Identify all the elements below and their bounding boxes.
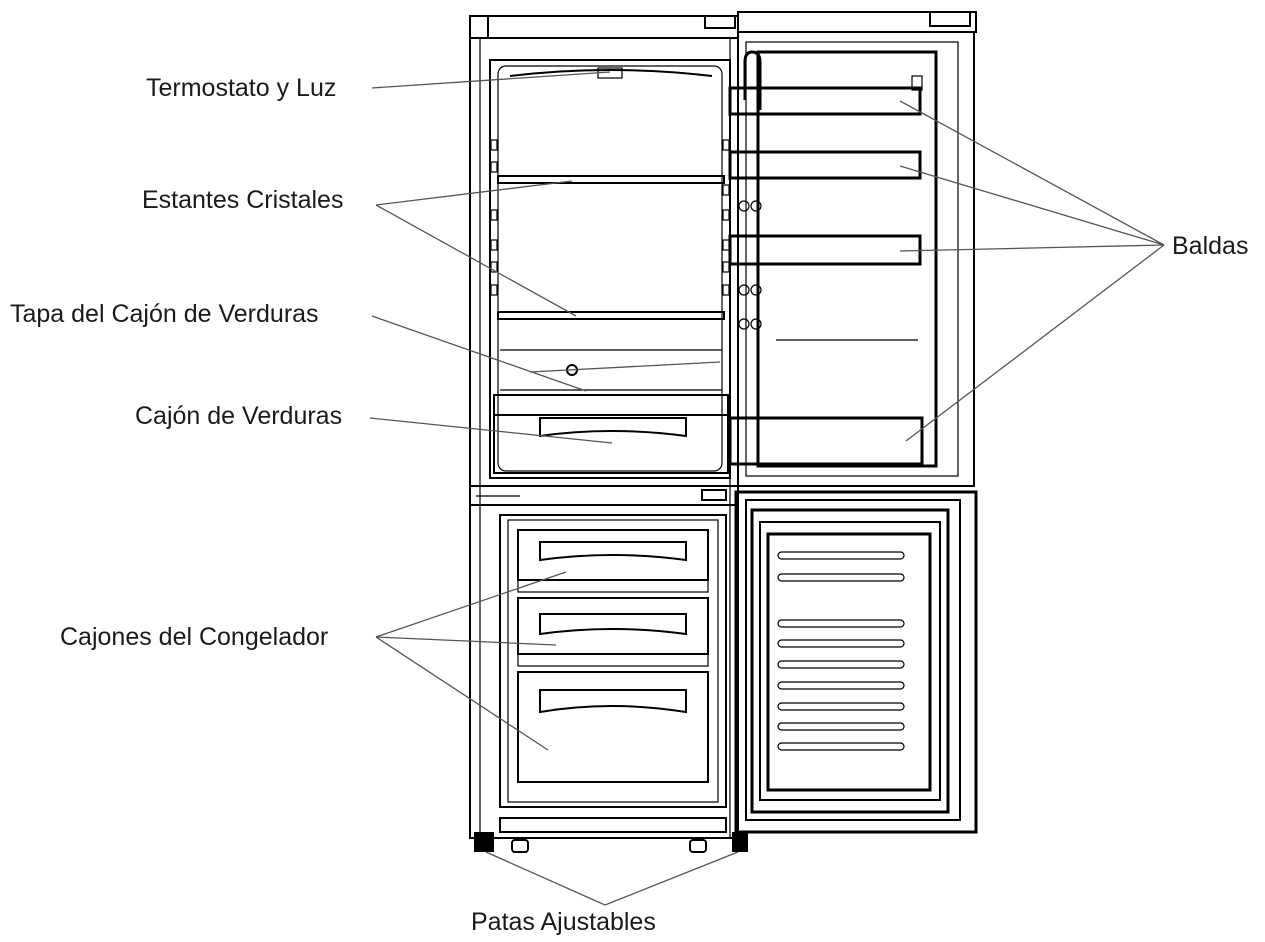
label-termostato: Termostato y Luz [146, 74, 336, 102]
label-patas-ajustables: Patas Ajustables [471, 908, 656, 936]
label-tapa-cajon-verduras: Tapa del Cajón de Verduras [10, 300, 319, 328]
freezer-door-ribs [777, 551, 905, 751]
leader-lines [369, 71, 1165, 906]
label-baldas: Baldas [1172, 232, 1248, 260]
label-estantes-cristales: Estantes Cristales [142, 186, 343, 214]
freezer-door [734, 490, 978, 834]
fridge-door [728, 11, 977, 487]
callout-labels: Termostato y Luz Estantes Cristales Tapa… [10, 74, 1248, 936]
label-cajones-congelador: Cajones del Congelador [60, 623, 328, 651]
label-cajon-verduras: Cajón de Verduras [135, 402, 342, 430]
